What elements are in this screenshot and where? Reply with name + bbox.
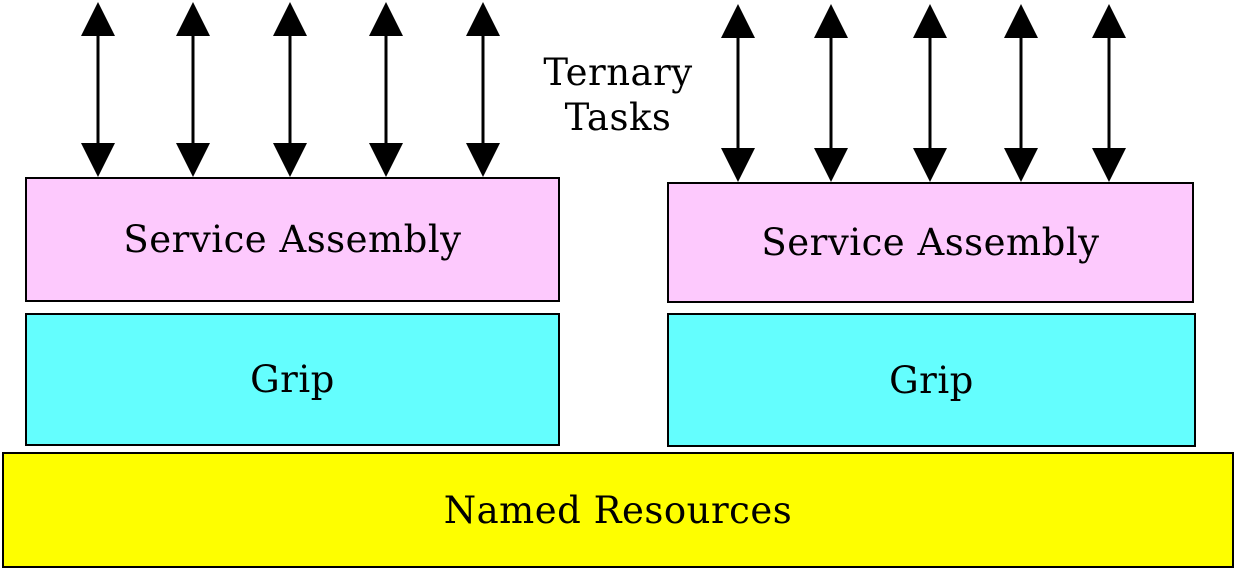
- double-arrow-left-4: [369, 2, 403, 177]
- grip-left-box: Grip: [25, 313, 560, 446]
- arrow-head-down-icon: [466, 143, 500, 177]
- ternary-tasks-label-line-2: Tasks: [564, 96, 672, 139]
- double-arrow-right-5: [1092, 4, 1126, 182]
- arrow-head-down-icon: [721, 148, 755, 182]
- double-arrow-left-1: [81, 2, 115, 177]
- arrow-head-up-icon: [721, 4, 755, 38]
- arrow-head-up-icon: [176, 2, 210, 36]
- grip-left-label: Grip: [250, 358, 335, 401]
- service-assembly-left-label: Service Assembly: [123, 218, 462, 261]
- arrow-head-down-icon: [1092, 148, 1126, 182]
- service-assembly-left-box: Service Assembly: [25, 177, 560, 302]
- double-arrow-right-1: [721, 4, 755, 182]
- arrow-head-down-icon: [81, 143, 115, 177]
- arrow-head-up-icon: [814, 4, 848, 38]
- service-assembly-right-label: Service Assembly: [761, 221, 1100, 264]
- double-arrow-right-2: [814, 4, 848, 182]
- service-assembly-right-box: Service Assembly: [667, 182, 1194, 303]
- grip-right-label: Grip: [889, 358, 974, 402]
- arrow-head-down-icon: [176, 143, 210, 177]
- arrow-head-up-icon: [81, 2, 115, 36]
- arrow-head-down-icon: [814, 148, 848, 182]
- double-arrow-left-5: [466, 2, 500, 177]
- ternary-tasks-label: Ternary Tasks: [518, 50, 718, 140]
- arrow-head-down-icon: [1004, 148, 1038, 182]
- double-arrow-right-4: [1004, 4, 1038, 182]
- ternary-tasks-label-line-1: Ternary: [543, 51, 693, 94]
- double-arrow-left-2: [176, 2, 210, 177]
- arrow-head-down-icon: [913, 148, 947, 182]
- arrow-head-down-icon: [273, 143, 307, 177]
- arrow-head-down-icon: [369, 143, 403, 177]
- grip-right-box: Grip: [667, 313, 1196, 447]
- arrow-head-up-icon: [466, 2, 500, 36]
- arrow-head-up-icon: [913, 4, 947, 38]
- named-resources-box: Named Resources: [2, 452, 1234, 568]
- named-resources-label: Named Resources: [443, 488, 793, 532]
- double-arrow-right-3: [913, 4, 947, 182]
- arrow-head-up-icon: [1004, 4, 1038, 38]
- arrow-head-up-icon: [369, 2, 403, 36]
- double-arrow-left-3: [273, 2, 307, 177]
- arrow-head-up-icon: [1092, 4, 1126, 38]
- arrow-head-up-icon: [273, 2, 307, 36]
